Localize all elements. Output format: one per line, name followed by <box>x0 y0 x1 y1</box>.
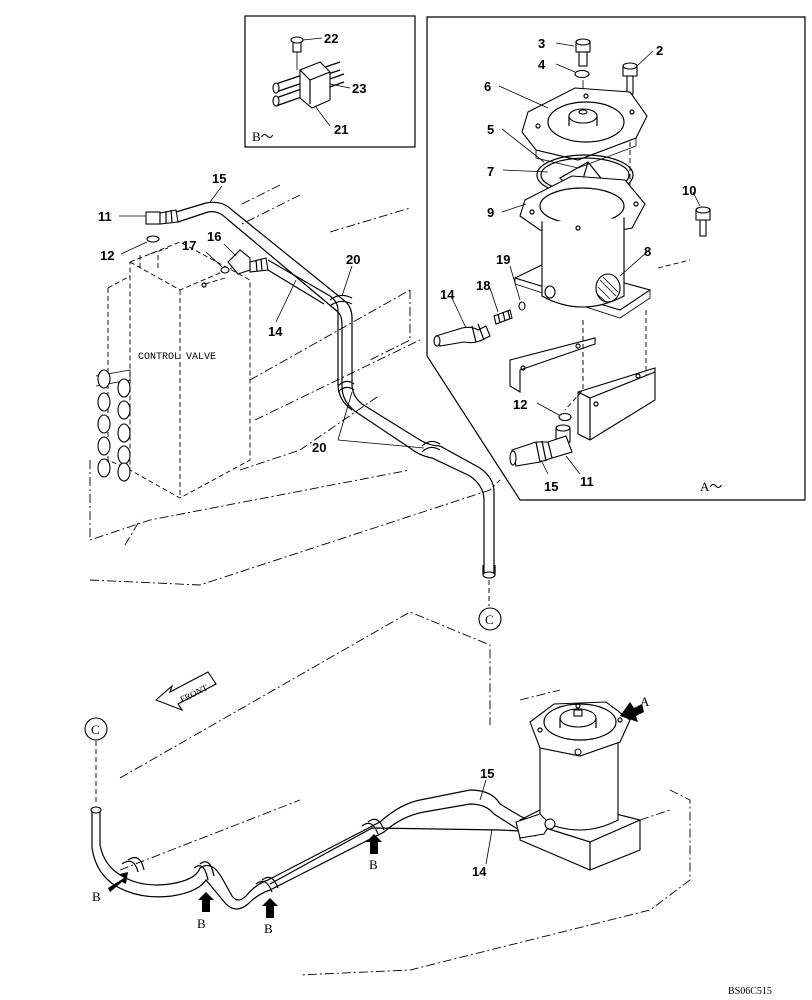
frame-outline-upper <box>89 184 501 586</box>
marker-b-arrow-1 <box>108 872 128 892</box>
bolt-10 <box>695 206 711 237</box>
callout-15-detail: 15 <box>544 479 558 494</box>
callout-12-upper: 12 <box>100 248 114 263</box>
detail-b-box: B～ 22 23 21 <box>244 15 416 148</box>
elbow-11 <box>509 424 573 467</box>
clamps-lower <box>121 818 385 893</box>
connector-c-upper-label: C <box>485 612 494 627</box>
pipe-end-c-lower <box>90 806 102 814</box>
detail-a-label: A～ <box>700 479 722 494</box>
elbow-11-upper <box>145 209 179 225</box>
marker-b-1: B <box>92 872 128 904</box>
callout-6: 6 <box>484 79 491 94</box>
callout-20-upper: 20 <box>346 252 360 267</box>
marker-a: A <box>620 694 650 722</box>
mount-bracket <box>509 337 656 441</box>
callout-11-detail: 11 <box>580 474 594 489</box>
o-ring-19 <box>518 301 526 311</box>
callout-2: 2 <box>656 43 663 58</box>
callout-19: 19 <box>496 252 510 267</box>
callout-7: 7 <box>487 164 494 179</box>
control-valve-label: CONTROL VALVE <box>138 352 216 363</box>
callout-10: 10 <box>682 183 696 198</box>
figure-code: BS06C515 <box>728 986 772 997</box>
callout-20-lower: 20 <box>312 440 326 455</box>
callout-9: 9 <box>487 205 494 220</box>
marker-b-arrow-3 <box>262 898 278 918</box>
o-ring-12-upper <box>146 235 160 243</box>
marker-b-4: B <box>366 834 382 872</box>
callout-14-lower: 14 <box>472 864 487 879</box>
valve-spools <box>95 369 131 482</box>
o-ring-17 <box>220 266 230 274</box>
fitting-18 <box>493 309 513 325</box>
clamp-20-upper <box>329 294 441 453</box>
connector-c-lower-label: C <box>91 722 100 737</box>
detail-a-box: A～ <box>426 16 806 501</box>
clamp-detail <box>272 36 345 109</box>
marker-b-2: B <box>197 892 214 931</box>
fitting-lower <box>515 813 551 839</box>
callout-22: 22 <box>324 31 338 46</box>
front-direction-arrow: FRONT <box>154 671 217 712</box>
hose-end-14 <box>433 323 491 347</box>
pipe-15-lower <box>91 789 543 910</box>
marker-b-label-4: B <box>369 857 378 872</box>
callout-3: 3 <box>538 36 545 51</box>
marker-b-label-1: B <box>92 889 101 904</box>
callout-5: 5 <box>487 122 494 137</box>
marker-b-arrow-4 <box>366 834 382 854</box>
bolt-2 <box>622 62 638 190</box>
callout-18: 18 <box>476 278 490 293</box>
callout-8: 8 <box>644 244 651 259</box>
callout-15-upper: 15 <box>212 171 226 186</box>
callout-17: 17 <box>182 238 196 253</box>
marker-b-label-3: B <box>264 921 273 936</box>
o-ring-12 <box>558 412 572 422</box>
marker-b-label-2: B <box>197 916 206 931</box>
marker-a-arrow <box>620 702 644 722</box>
frame-outline-lower <box>119 611 691 976</box>
marker-b-3: B <box>262 898 278 936</box>
detail-b-label: B～ <box>252 129 274 144</box>
callout-15-lower: 15 <box>480 766 494 781</box>
callout-4: 4 <box>538 57 546 72</box>
control-valve: CONTROL VALVE <box>95 241 251 499</box>
filter-housing-9 <box>513 175 652 319</box>
bolt-3 <box>575 38 591 67</box>
marker-a-label: A <box>640 694 650 709</box>
pipe-end-c-upper <box>482 571 496 579</box>
filter-assembly-lower <box>519 701 641 871</box>
marker-b-arrow-2 <box>198 892 214 912</box>
callout-21: 21 <box>334 122 348 137</box>
callout-11-upper: 11 <box>98 209 112 224</box>
elbow-16 <box>227 249 269 275</box>
callout-14-detail: 14 <box>440 287 455 302</box>
filter-cover-6 <box>521 87 648 169</box>
callout-14-upper: 14 <box>268 324 283 339</box>
connector-c-upper: C <box>478 580 502 631</box>
callout-12-detail: 12 <box>513 397 527 412</box>
washer-4 <box>574 69 590 79</box>
callout-23: 23 <box>352 81 366 96</box>
connector-c-lower: C <box>84 717 108 805</box>
pipe-15-upper <box>175 201 495 575</box>
pipe-14-lower <box>269 827 541 885</box>
callout-16: 16 <box>207 229 221 244</box>
